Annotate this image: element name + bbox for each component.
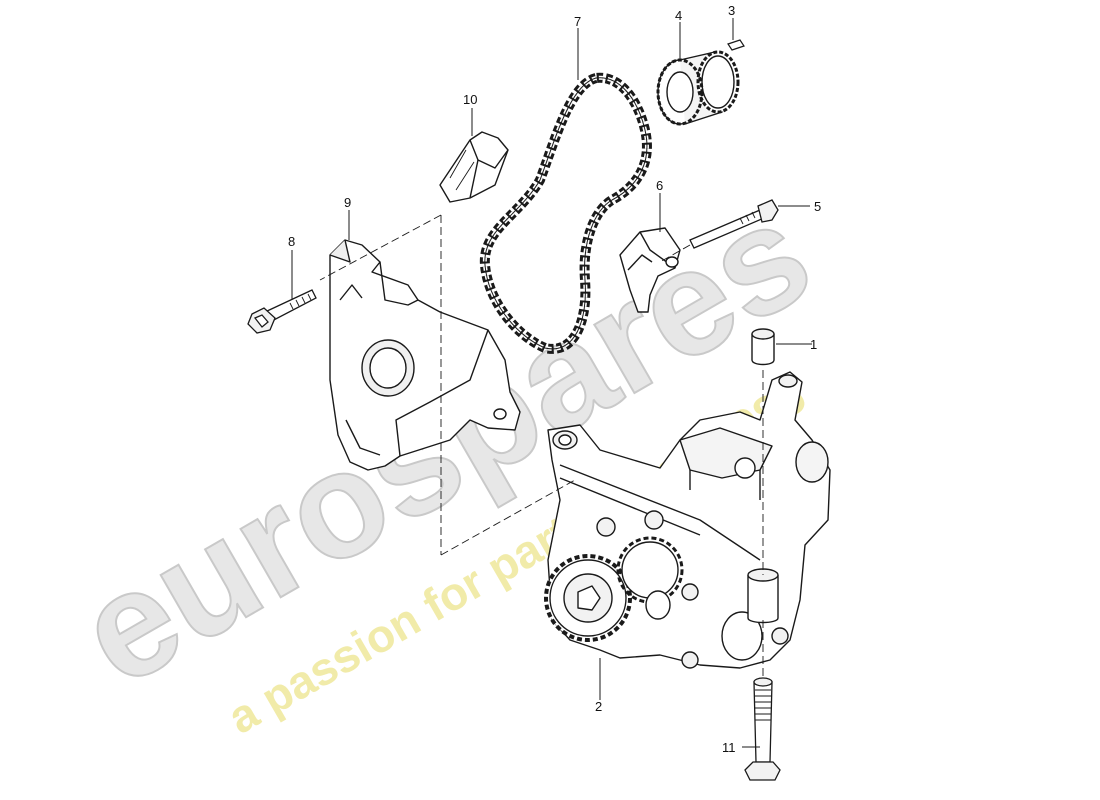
part-sleeve: [751, 328, 775, 366]
callout-9: 9: [344, 195, 351, 210]
callout-1: 1: [810, 337, 817, 352]
part-bolt-8: [247, 289, 317, 334]
alignment-lines: [319, 214, 764, 680]
part-oil-pump: [544, 371, 831, 669]
callout-10: 10: [463, 92, 477, 107]
part-chain-guide: [439, 131, 509, 203]
callout-labels: 1 2 3 4 5 6 7 8 9 10 11: [288, 3, 821, 755]
part-sprocket: [656, 50, 740, 126]
leader-lines: [291, 18, 812, 748]
part-cover: [329, 239, 521, 471]
part-tensioner-rail: [619, 227, 681, 313]
part-timing-chain: [479, 72, 652, 354]
callout-7: 7: [574, 14, 581, 29]
callout-3: 3: [728, 3, 735, 18]
callout-2: 2: [595, 699, 602, 714]
callout-6: 6: [656, 178, 663, 193]
part-bolt-5: [689, 199, 779, 249]
callout-11: 11: [722, 740, 736, 755]
callout-4: 4: [675, 8, 682, 23]
part-long-bolt: [744, 677, 781, 781]
part-key: [727, 39, 745, 51]
callout-5: 5: [814, 199, 821, 214]
callout-8: 8: [288, 234, 295, 249]
